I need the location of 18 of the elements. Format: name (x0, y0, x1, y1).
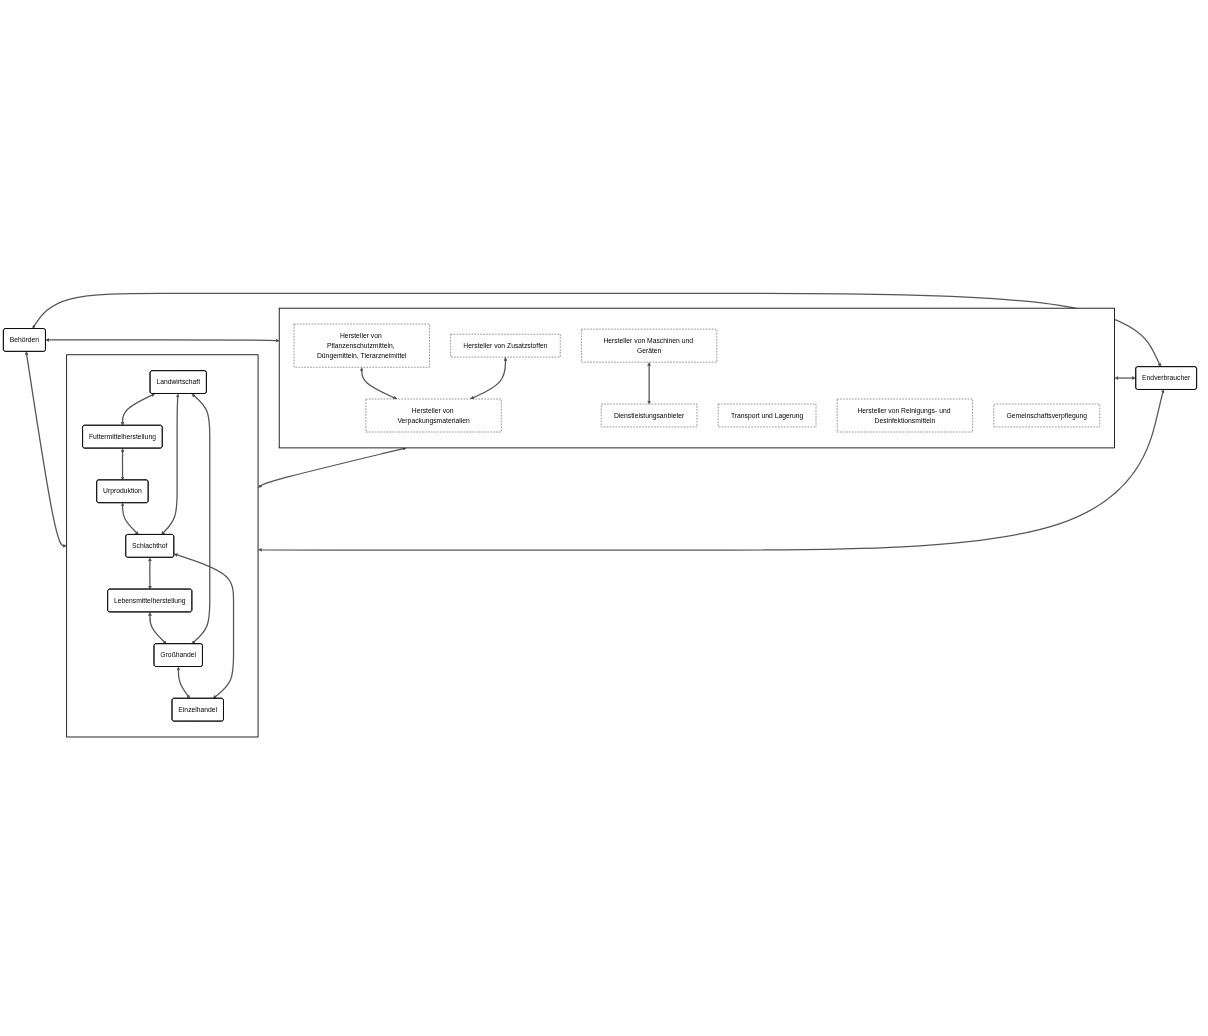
arrow (174, 553, 235, 699)
cluster (278, 307, 1115, 449)
arrow (176, 666, 190, 699)
arrow (258, 389, 1165, 552)
arrow (161, 393, 180, 535)
cluster (66, 354, 259, 738)
arrow (470, 356, 508, 400)
arrow (148, 611, 167, 644)
arrow (120, 448, 125, 481)
arrow (120, 393, 156, 426)
arrow (359, 367, 398, 400)
arrow (647, 362, 651, 405)
arrow (45, 337, 280, 343)
arrow (120, 502, 139, 535)
arrow (191, 393, 211, 644)
arrow (1114, 376, 1136, 380)
arrow (24, 351, 67, 548)
arrow (148, 557, 152, 590)
